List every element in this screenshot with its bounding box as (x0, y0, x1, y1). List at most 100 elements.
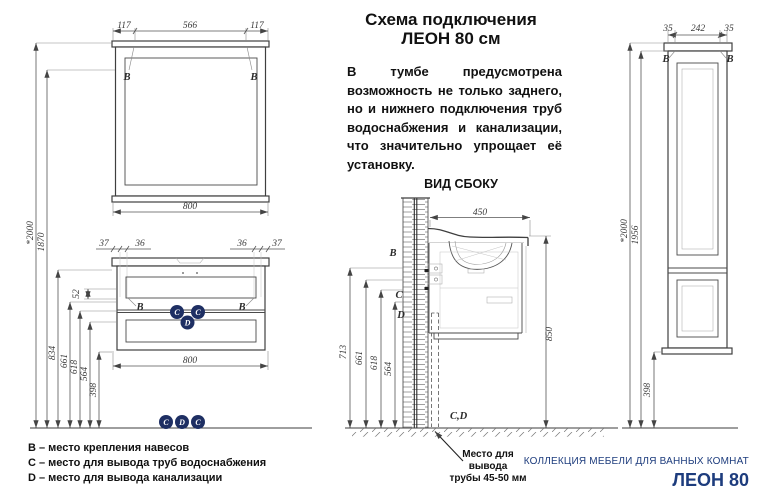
dim-618: 618 (70, 360, 80, 375)
model-name: ЛЕОН 80 (672, 470, 749, 490)
marker-c-circle (170, 305, 184, 319)
basin-bowl (448, 240, 513, 270)
pipe-outlet-note: Место для вывода трубы 45-50 мм (434, 431, 527, 484)
dim-713: 713 (339, 345, 349, 360)
dim-117-right: 117 (250, 21, 265, 31)
drawer-upper (125, 276, 257, 299)
dim-side-618: 618 (370, 356, 380, 371)
page-title: Схема подключения ЛЕОН 80 см (330, 10, 572, 48)
mirror-bottom-cap (111, 195, 270, 203)
dim-661: 661 (60, 354, 70, 368)
mirror-mount-label-right: B (249, 72, 257, 83)
water-valve (427, 263, 443, 274)
dim-35-left: 35 (662, 24, 673, 34)
dim-117-left: 117 (117, 21, 132, 31)
cabinet-dimensions: 37 36 36 37 800 52 (72, 239, 285, 370)
side-label-c: C (395, 290, 403, 301)
tall-cabinet-carcass (667, 50, 728, 349)
tall-cabinet-body: B B (661, 42, 734, 355)
side-label-cd: C,D (450, 411, 468, 422)
cabinet-body (116, 265, 266, 351)
dim-834: 834 (48, 346, 58, 361)
floor-marker-c: C (195, 418, 201, 427)
note-arrow (434, 431, 464, 462)
mirror-dimensions: 117 566 117 800 (112, 21, 269, 216)
tall-cabinet-plinth (661, 347, 733, 355)
collection-caption: КОЛЛЕКЦИЯ МЕБЕЛИ ДЛЯ ВАННЫХ КОМНАТ (523, 456, 749, 467)
dim-398: 398 (89, 383, 99, 399)
cabinet-base (433, 332, 519, 340)
dim-37-left: 37 (98, 239, 110, 249)
cabinet-mount-label-left: B (135, 302, 143, 313)
mirror-frame (114, 46, 267, 197)
tall-mount-label-left: B (661, 54, 669, 65)
dim-564: 564 (80, 367, 90, 382)
dim-tall-2000: *2000 (620, 219, 630, 243)
counter-profile (427, 227, 529, 239)
page-title-line1: Схема подключения (365, 10, 537, 29)
dim-1870: 1870 (37, 232, 47, 251)
dim-mirror-800: 800 (183, 202, 198, 212)
wall-section (401, 197, 430, 428)
dim-35-right: 35 (723, 24, 734, 34)
upper-door (676, 62, 719, 256)
dim-37-right: 37 (271, 239, 283, 249)
front-view: B B 117 566 117 800 (26, 21, 312, 429)
dim-242: 242 (691, 24, 706, 34)
side-view-heading: ВИД СБОКУ (424, 177, 498, 191)
tall-mount-label-right: B (725, 54, 733, 65)
dim-1956: 1956 (631, 225, 641, 244)
floor-pipe-markers: C D C (159, 415, 205, 429)
legend: B – место крепления навесов C – место дл… (28, 441, 266, 486)
description-paragraph: В тумбе предусмотрена возможность не тол… (347, 64, 562, 172)
note-line-2: вывода (469, 461, 508, 472)
tall-cabinet-top-cap (663, 42, 733, 52)
dim-36-right: 36 (236, 239, 247, 249)
mirror-glass (124, 57, 258, 186)
drain (467, 268, 485, 274)
page-title-line2: ЛЕОН 80 см (401, 29, 501, 48)
cabinet-side-profile (424, 227, 529, 427)
footer-brand: КОЛЛЕКЦИЯ МЕБЕЛИ ДЛЯ ВАННЫХ КОМНАТ ЛЕОН … (524, 456, 749, 491)
floor-marker-c: C (163, 418, 169, 427)
dim-52: 52 (72, 289, 82, 299)
marker-d-circle (180, 315, 195, 330)
lower-door (676, 279, 719, 338)
marker-d-letter: D (184, 319, 191, 328)
side-label-d: D (396, 310, 405, 321)
cabinet-mount-label-right: B (237, 302, 245, 313)
note-line-1: Место для (462, 449, 514, 460)
dim-850: 850 (545, 327, 555, 342)
marker-c-letter: C (174, 308, 180, 317)
dim-cabinet-800: 800 (183, 356, 198, 366)
mirror-front: B B (111, 40, 270, 203)
floor-hatch (352, 428, 604, 437)
water-valve (427, 274, 443, 285)
dim-side-564: 564 (384, 362, 394, 377)
tall-cabinet-dimensions: 35 242 35 *2000 1956 398 (620, 24, 734, 428)
sink-hint (175, 257, 205, 264)
countertop (111, 257, 270, 267)
dim-450: 450 (473, 208, 488, 218)
legend-item-d: D – место для вывода канализации (28, 472, 223, 484)
mirror-top-cap (111, 40, 270, 48)
mirror-mount-label-left: B (122, 72, 130, 83)
side-label-b: B (388, 248, 396, 259)
marker-c-letter: C (195, 308, 201, 317)
floor-marker-d: D (178, 418, 185, 427)
height-dimensions: *2000 1870 834 661 618 564 398 (26, 42, 117, 428)
dim-36-left: 36 (134, 239, 145, 249)
marker-c-circle (191, 305, 205, 319)
dim-side-661: 661 (355, 351, 365, 365)
side-view-dimensions: 450 850 713 661 618 564 (339, 208, 555, 428)
legend-item-b: B – место крепления навесов (28, 442, 190, 454)
dim-2000: *2000 (26, 221, 36, 245)
tall-cabinet-view: B B 35 242 35 *2000 1956 398 (620, 24, 738, 429)
note-line-3: трубы 45-50 мм (449, 472, 526, 484)
washbasin-cabinet-front: B B C C D (111, 252, 270, 351)
dim-tall-398: 398 (643, 383, 653, 399)
legend-item-c: C – место для вывода труб водоснабжения (28, 457, 267, 469)
dim-566: 566 (183, 21, 198, 31)
